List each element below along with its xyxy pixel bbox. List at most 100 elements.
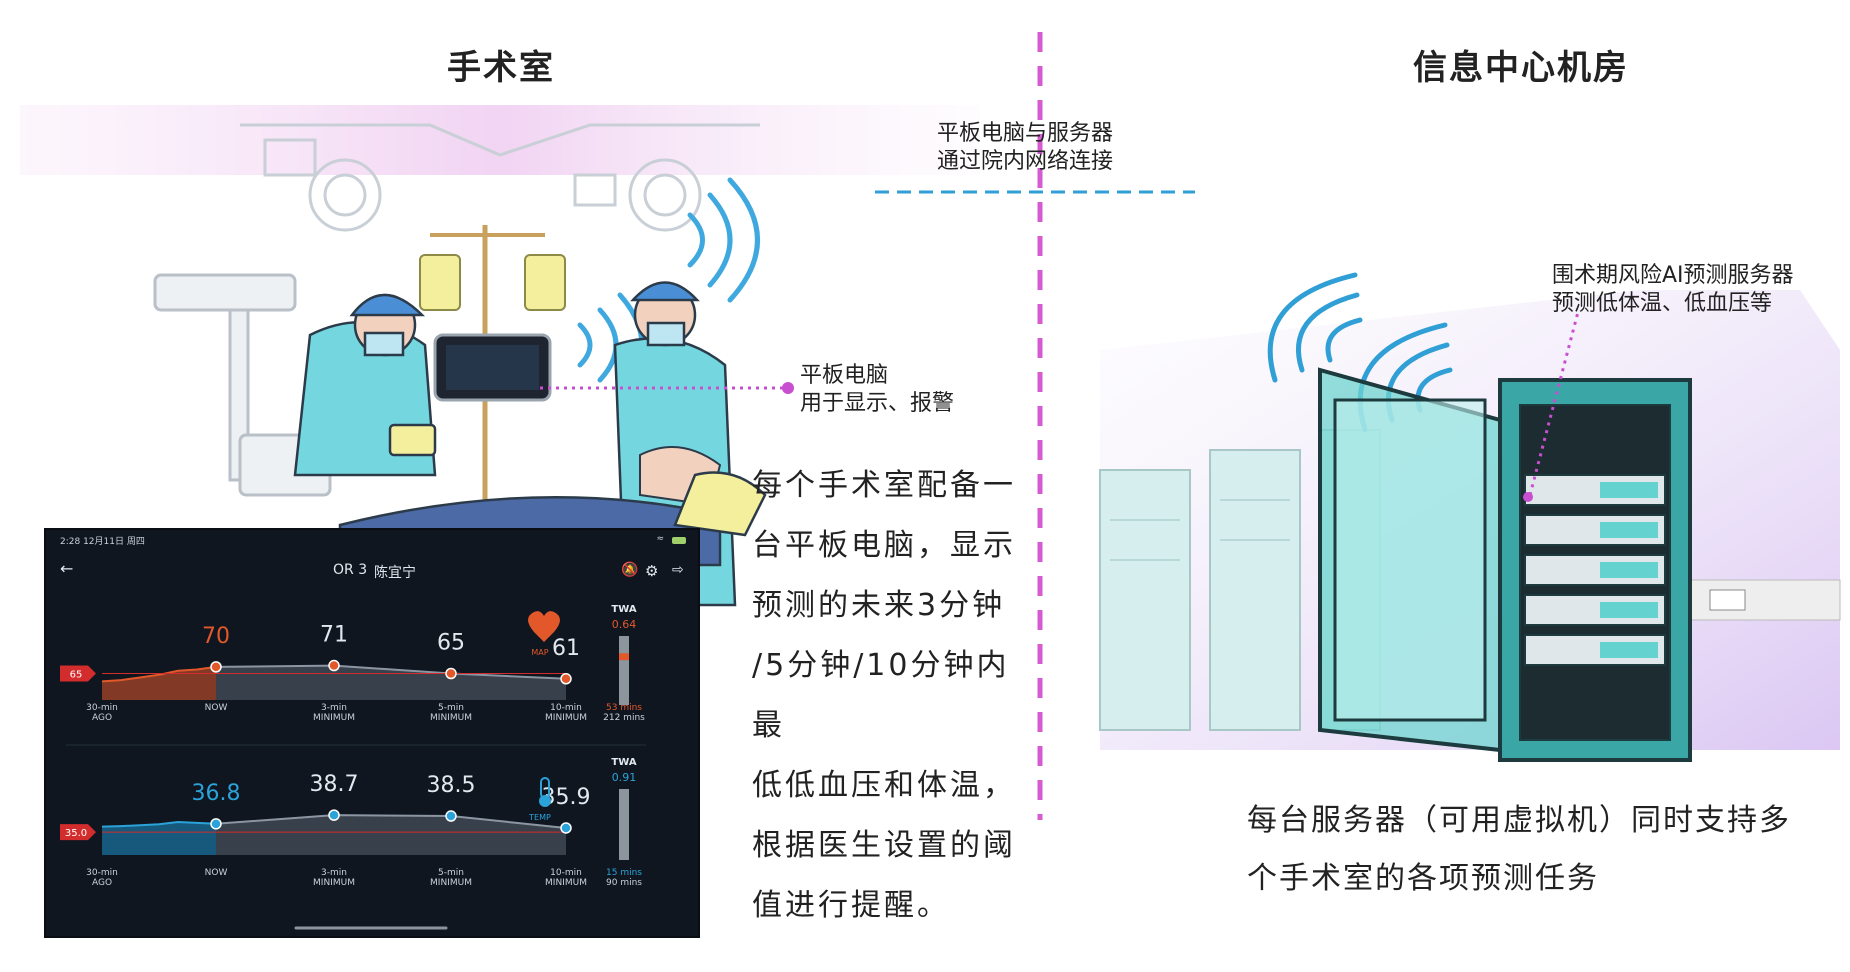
server-pointer bbox=[1528, 311, 1580, 496]
temp-history-line bbox=[101, 820, 217, 828]
temp-x-sublabel: AGO bbox=[92, 878, 112, 888]
tablet-note: 平板电脑 用于显示、报警 bbox=[800, 362, 954, 418]
server-note: 围术期风险AI预测服务器 预测低体温、低血压等 bbox=[1552, 262, 1794, 318]
server-room-title: 信息中心机房 bbox=[1413, 48, 1629, 88]
temp-twa-total: 90 mins bbox=[606, 878, 642, 888]
left-desc-line: 低低血压和体温， bbox=[752, 768, 1016, 803]
temp-prediction-line bbox=[215, 814, 567, 829]
temp-threshold-label: 35.0 bbox=[65, 828, 87, 839]
tablet-screen: 2:28 12月11日 周四 ≈ ← OR 3 陈宜宁 🔕 ⚙ ⇨ 65 70 71… bbox=[44, 528, 700, 938]
map-x-label: 5-min bbox=[438, 703, 464, 713]
thermometer-bulb bbox=[539, 795, 551, 807]
nav-bar: ← OR 3 陈宜宁 🔕 ⚙ ⇨ bbox=[46, 552, 698, 590]
temp-history-area bbox=[102, 822, 216, 855]
map-prediction-area bbox=[216, 665, 566, 700]
map-twa-title: TWA bbox=[611, 604, 636, 615]
tablet-note-line1: 平板电脑 bbox=[800, 363, 889, 388]
map-x-label: 10-min bbox=[550, 703, 582, 713]
temp-x-sublabel: MINIMUM bbox=[545, 878, 587, 888]
map-point bbox=[210, 661, 222, 673]
tablet-note-line2: 用于显示、报警 bbox=[800, 391, 955, 416]
server-pointer-dot bbox=[1523, 492, 1533, 502]
temp-twa-value: 0.91 bbox=[612, 771, 637, 784]
map-x-sublabel: MINIMUM bbox=[313, 713, 355, 723]
map-point bbox=[560, 673, 572, 685]
temp-x-label: 3-min bbox=[321, 868, 347, 878]
map-twa-total: 212 mins bbox=[603, 713, 645, 723]
tablet-pointer-dot bbox=[782, 382, 794, 394]
network-note-line2: 通过院内网络连接 bbox=[937, 149, 1114, 174]
map-twa-bar-fill bbox=[619, 653, 629, 661]
back-icon[interactable]: ← bbox=[60, 559, 74, 578]
left-desc-line: 台平板电脑，显示 bbox=[752, 528, 1016, 563]
temp-point bbox=[445, 810, 457, 822]
temp-point bbox=[560, 822, 572, 834]
right-description: 每台服务器（可用虚拟机）同时支持多 个手术室的各项预测任务 bbox=[1247, 792, 1847, 908]
mute-icon[interactable]: 🔕 bbox=[621, 562, 639, 578]
temp-icon-label: TEMP bbox=[528, 813, 551, 822]
left-desc-line: 每个手术室配备一 bbox=[752, 468, 1016, 503]
map-x-sublabel: AGO bbox=[92, 713, 112, 723]
left-desc-line: 预测的未来3分钟 bbox=[752, 588, 1006, 623]
server-note-line2: 预测低体温、低血压等 bbox=[1552, 291, 1773, 316]
network-note-line1: 平板电脑与服务器 bbox=[937, 121, 1114, 146]
heart-icon bbox=[528, 611, 560, 642]
map-value-label: 61 bbox=[552, 636, 580, 661]
temp-twa-mins: 15 mins bbox=[606, 868, 642, 878]
server-room-illustration bbox=[1099, 272, 1841, 762]
temp-point bbox=[210, 818, 222, 830]
network-note: 平板电脑与服务器 通过院内网络连接 bbox=[937, 120, 1113, 176]
map-twa-value: 0.64 bbox=[612, 618, 637, 631]
operating-room-illustration bbox=[20, 105, 980, 607]
gear-icon[interactable]: ⚙ bbox=[645, 562, 659, 580]
map-prediction-line bbox=[215, 664, 567, 680]
map-point bbox=[445, 667, 457, 680]
temp-value-label: 36.8 bbox=[192, 781, 241, 806]
map-threshold-label: 65 bbox=[70, 670, 83, 681]
right-desc-line: 个手术室的各项预测任务 bbox=[1247, 861, 1599, 896]
map-history-area bbox=[102, 666, 216, 700]
temp-twa-bar bbox=[619, 789, 629, 860]
map-value-label: 65 bbox=[437, 631, 465, 656]
wifi-icon: ≈ bbox=[656, 534, 664, 544]
map-x-sublabel: MINIMUM bbox=[430, 713, 472, 723]
map-icon-label: MAP bbox=[531, 648, 548, 657]
map-threshold-tag bbox=[60, 665, 96, 682]
left-description: 每个手术室配备一 台平板电脑，显示 预测的未来3分钟 /5分钟/10分钟内最 低… bbox=[752, 456, 1042, 936]
temp-x-label: 5-min bbox=[438, 868, 464, 878]
temp-prediction-area bbox=[216, 815, 566, 855]
operating-room-title: 手术室 bbox=[447, 48, 555, 88]
map-value-label: 70 bbox=[202, 624, 230, 649]
temp-twa-title: TWA bbox=[611, 757, 636, 768]
map-twa-mins: 53 mins bbox=[606, 703, 642, 713]
temp-value-label: 38.5 bbox=[427, 773, 476, 798]
temp-x-label: 10-min bbox=[550, 868, 582, 878]
map-twa-bar bbox=[619, 636, 629, 705]
temp-x-label: 30-min bbox=[86, 868, 118, 878]
temp-x-sublabel: MINIMUM bbox=[430, 878, 472, 888]
temp-x-label: NOW bbox=[205, 868, 228, 878]
temp-point bbox=[328, 809, 340, 821]
map-x-sublabel: MINIMUM bbox=[545, 713, 587, 723]
map-x-label: 3-min bbox=[321, 703, 347, 713]
map-history-line bbox=[101, 665, 217, 683]
status-time: 2:28 12月11日 周四 bbox=[60, 537, 145, 547]
exit-icon[interactable]: ⇨ bbox=[672, 562, 684, 578]
map-value-label: 71 bbox=[320, 623, 348, 648]
map-x-label: 30-min bbox=[86, 703, 118, 713]
map-point bbox=[328, 659, 340, 672]
left-desc-line: /5分钟/10分钟内最 bbox=[752, 648, 1010, 743]
temp-x-sublabel: MINIMUM bbox=[313, 878, 355, 888]
battery-icon bbox=[672, 537, 686, 544]
server-note-line1: 围术期风险AI预测服务器 bbox=[1552, 263, 1794, 288]
status-bar: 2:28 12月11日 周四 ≈ bbox=[46, 530, 698, 552]
temp-threshold-tag bbox=[60, 824, 96, 841]
temp-value-label: 38.7 bbox=[310, 772, 359, 797]
left-desc-line: 值进行提醒。 bbox=[752, 888, 950, 923]
left-desc-line: 根据医生设置的阈 bbox=[752, 828, 1016, 863]
right-desc-line: 每台服务器（可用虚拟机）同时支持多 bbox=[1247, 803, 1791, 838]
patient-name: 陈宜宁 bbox=[374, 565, 416, 581]
room-name: OR 3 bbox=[333, 562, 368, 578]
